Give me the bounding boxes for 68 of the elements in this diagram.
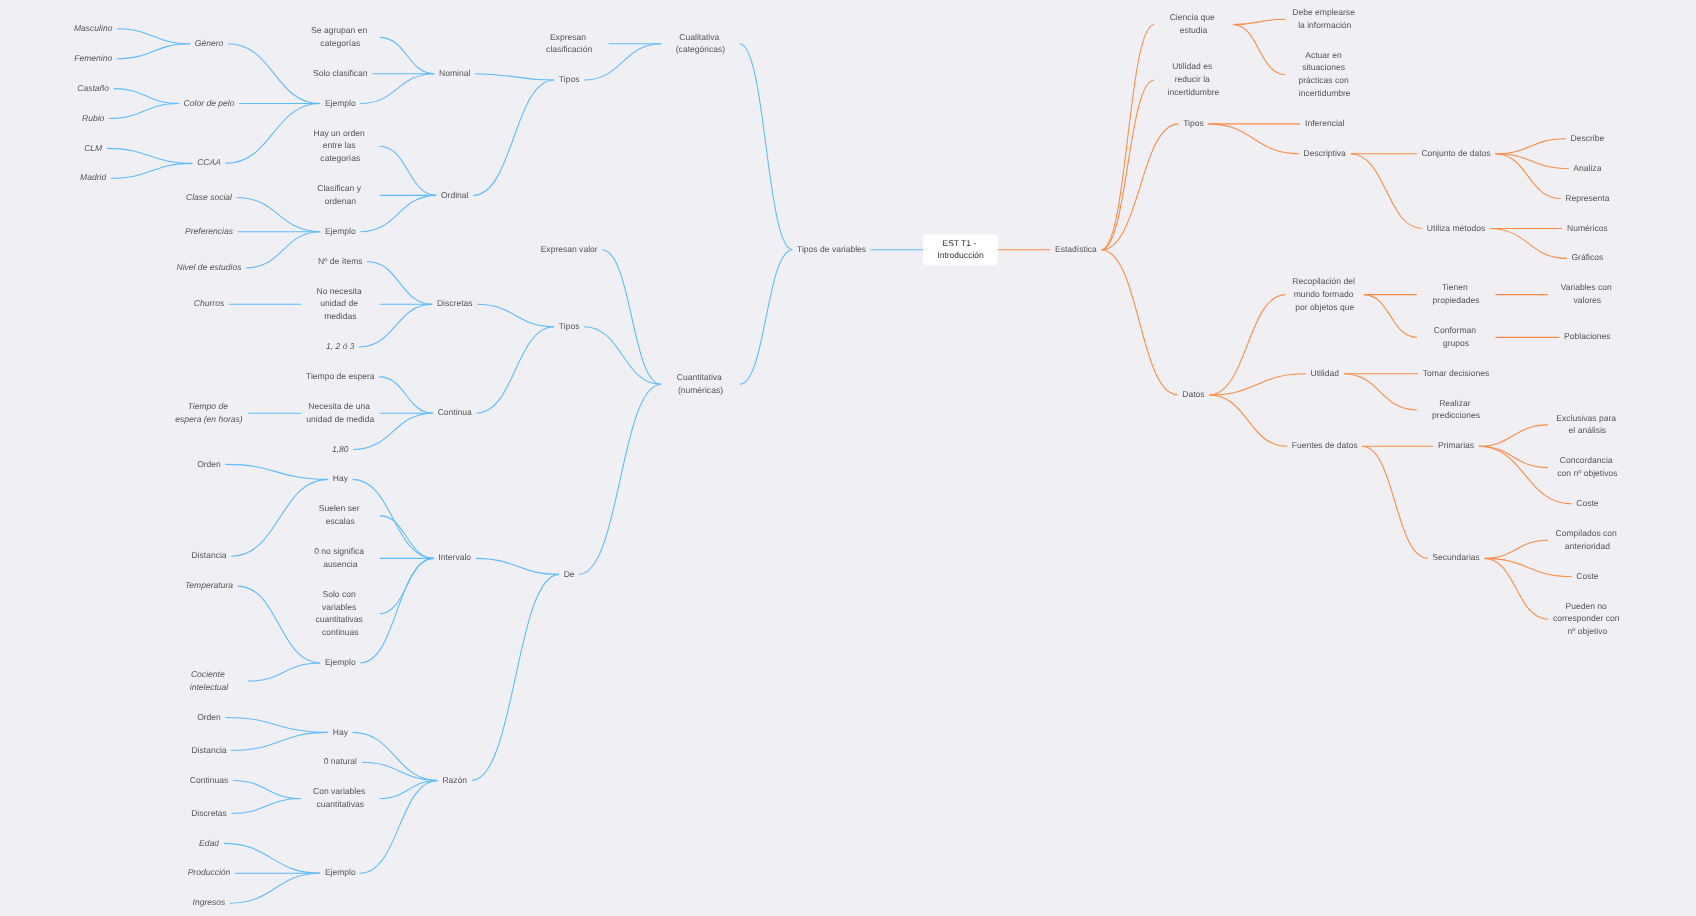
connector — [1208, 294, 1287, 396]
connector — [1477, 445, 1573, 505]
connector — [1100, 24, 1155, 251]
connector — [738, 249, 794, 385]
connector — [1231, 24, 1287, 76]
connector — [1363, 294, 1418, 338]
connector — [378, 557, 435, 559]
connector — [358, 303, 434, 348]
connector — [1100, 123, 1180, 251]
connector — [1100, 79, 1155, 251]
connector — [359, 73, 436, 105]
connector — [1361, 445, 1429, 559]
connector — [1483, 557, 1549, 620]
connector — [578, 383, 663, 575]
connector — [583, 43, 663, 81]
connector — [230, 478, 329, 557]
connector — [245, 231, 322, 269]
connector — [1231, 18, 1287, 26]
connector — [366, 261, 434, 305]
connector — [359, 194, 438, 233]
connector — [1494, 153, 1570, 170]
connector — [378, 515, 435, 559]
connector — [738, 43, 794, 251]
connector — [474, 557, 560, 575]
connector — [352, 412, 434, 450]
connector — [1207, 123, 1300, 155]
connector — [378, 145, 438, 196]
connector — [472, 79, 556, 196]
connector — [1208, 373, 1307, 396]
connector — [1494, 153, 1562, 200]
connector — [1208, 394, 1288, 447]
connector — [1363, 294, 1418, 296]
connector — [351, 478, 435, 559]
connector — [583, 326, 663, 385]
connector — [1494, 336, 1561, 338]
connector — [601, 249, 663, 385]
connector — [227, 303, 302, 305]
connector — [108, 103, 180, 120]
connector — [474, 73, 556, 81]
connector — [996, 249, 1052, 251]
connector — [247, 662, 322, 682]
connector — [1494, 294, 1549, 296]
connector — [378, 36, 436, 75]
connector — [351, 731, 439, 781]
connector — [1349, 153, 1418, 155]
connector — [1477, 424, 1549, 447]
connector — [378, 376, 434, 414]
connector — [359, 557, 435, 664]
connector — [230, 731, 329, 752]
connector — [1489, 227, 1568, 259]
connector — [230, 798, 302, 815]
connector — [359, 779, 439, 874]
connector — [869, 249, 925, 251]
connector — [222, 842, 322, 874]
connector — [476, 303, 556, 328]
connector — [475, 326, 556, 414]
connector — [378, 557, 435, 615]
connector — [229, 872, 322, 904]
connector — [109, 162, 194, 179]
connector — [247, 412, 302, 414]
connector — [470, 573, 560, 781]
connector — [1100, 249, 1179, 396]
connector — [1483, 539, 1549, 559]
connector — [1361, 445, 1435, 447]
connector — [1342, 373, 1418, 411]
connector — [115, 43, 191, 60]
connector — [224, 103, 322, 164]
connector — [1349, 153, 1424, 229]
